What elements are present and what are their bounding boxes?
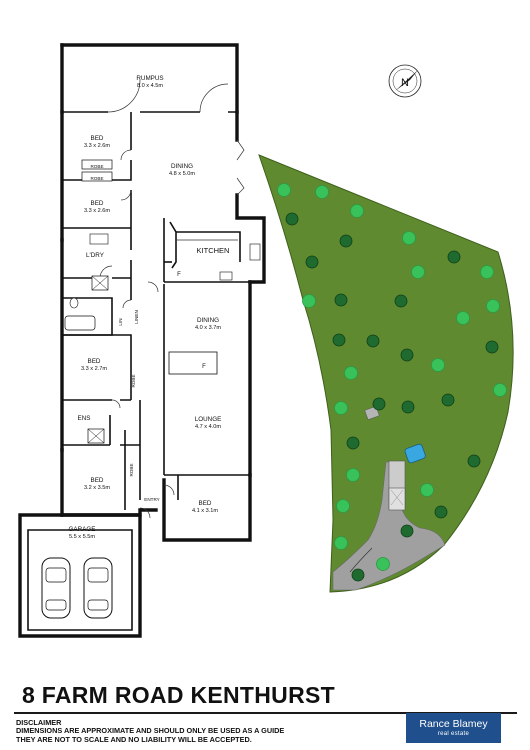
garage-label: GARAGE bbox=[69, 526, 96, 533]
tree-canopy bbox=[350, 204, 364, 218]
dining1-dims: 4.8 x 5.0m bbox=[169, 171, 195, 177]
tree-canopy bbox=[441, 393, 455, 407]
tree-canopy bbox=[486, 299, 500, 313]
bed2-label: BED bbox=[91, 200, 104, 207]
dining2-label: DINING bbox=[197, 317, 219, 324]
robe3-label: ROBE bbox=[131, 374, 136, 387]
bed4-dims: 3.2 x 3.5m bbox=[84, 485, 110, 491]
fixtures bbox=[64, 159, 261, 444]
title-divider bbox=[14, 712, 517, 714]
agency-logo-name: Rance Blamey bbox=[419, 718, 488, 730]
tree-canopy bbox=[334, 536, 348, 550]
tree-canopy bbox=[485, 340, 499, 354]
linen-label: LINEN bbox=[134, 310, 139, 324]
entry-label: ENTRY bbox=[144, 497, 160, 502]
tree-canopy bbox=[456, 311, 470, 325]
tree-canopy bbox=[346, 468, 360, 482]
tree-canopy bbox=[434, 505, 448, 519]
tree-canopy bbox=[480, 265, 494, 279]
tree-canopy bbox=[302, 294, 316, 308]
tree-canopy bbox=[376, 557, 390, 571]
outline-house bbox=[388, 460, 406, 511]
outbuilding bbox=[364, 405, 380, 421]
fridge2-label: F bbox=[202, 364, 206, 370]
property-address-title: 8 FARM ROAD KENTHURST bbox=[22, 682, 335, 708]
tree-canopy bbox=[431, 358, 445, 372]
robe1-label: ROBE bbox=[90, 164, 103, 169]
driveway bbox=[332, 461, 446, 591]
bed4-label: BED bbox=[91, 477, 104, 484]
robe4-label: ROBE bbox=[129, 463, 134, 476]
disclaimer-line-1: DIMENSIONS ARE APPROXIMATE AND SHOULD ON… bbox=[16, 726, 285, 736]
bed5-label: BED bbox=[199, 500, 212, 507]
tree-canopy bbox=[334, 293, 348, 307]
pool bbox=[404, 443, 426, 464]
ldry-label: L'DRY bbox=[86, 252, 105, 259]
lawn-area bbox=[258, 154, 514, 593]
tree-canopy bbox=[372, 397, 386, 411]
tree-canopy bbox=[277, 183, 291, 197]
tree-canopy bbox=[400, 348, 414, 362]
disclaimer: DISCLAIMER DIMENSIONS ARE APPROXIMATE AN… bbox=[16, 718, 285, 744]
ens-label: ENS bbox=[78, 415, 91, 422]
agency-logo-tagline: real estate bbox=[437, 731, 470, 737]
bed5-dims: 4.1 x 3.1m bbox=[192, 508, 218, 514]
trees bbox=[277, 183, 507, 582]
bed1-dims: 3.3 x 2.6m bbox=[84, 143, 110, 149]
tree-canopy bbox=[334, 401, 348, 415]
dining2-dims: 4.0 x 3.7m bbox=[195, 325, 221, 331]
rumpus-dims: 8.0 x 4.5m bbox=[137, 83, 163, 89]
disclaimer-line-2: THEY ARE NOT TO SCALE AND NO LIABILITY W… bbox=[16, 734, 252, 744]
dining1-label: DINING bbox=[171, 163, 193, 170]
north-compass: N bbox=[388, 64, 422, 98]
tree-canopy bbox=[344, 366, 358, 380]
walls bbox=[18, 43, 266, 638]
tree-canopy bbox=[351, 568, 365, 582]
bed3-dims: 3.3 x 2.7m bbox=[81, 366, 107, 372]
bed1-label: BED bbox=[91, 135, 104, 142]
tree-canopy bbox=[332, 333, 346, 347]
tree-canopy bbox=[493, 383, 507, 397]
tree-canopy bbox=[346, 436, 360, 450]
tree-canopy bbox=[285, 212, 299, 226]
robe2-label: ROBE bbox=[90, 176, 103, 181]
disclaimer-heading: DISCLAIMER bbox=[16, 718, 62, 727]
kitchen-label: KITCHEN bbox=[197, 246, 230, 255]
agency-logo: Rance Blamey real estate bbox=[406, 713, 501, 743]
bed3-label: BED bbox=[88, 358, 101, 365]
tree-canopy bbox=[402, 231, 416, 245]
tree-canopy bbox=[401, 400, 415, 414]
tree-canopy bbox=[336, 499, 350, 513]
garage-dims: 5.5 x 5.5m bbox=[69, 534, 95, 540]
doors bbox=[99, 79, 245, 519]
tree-canopy bbox=[339, 234, 353, 248]
bed2-dims: 3.3 x 2.6m bbox=[84, 208, 110, 214]
car-left bbox=[41, 557, 71, 619]
compass-n-label: N bbox=[401, 77, 409, 89]
tree-canopy bbox=[366, 334, 380, 348]
tree-canopy bbox=[447, 250, 461, 264]
tree-canopy bbox=[420, 483, 434, 497]
tree-canopy bbox=[315, 185, 329, 199]
tree-canopy bbox=[400, 524, 414, 538]
car-right bbox=[83, 557, 113, 619]
fridge1-label: F bbox=[177, 272, 181, 278]
tree-canopy bbox=[394, 294, 408, 308]
rumpus-label: RUMPUS bbox=[136, 75, 163, 82]
tree-canopy bbox=[467, 454, 481, 468]
lounge-label: LOUNGE bbox=[195, 416, 222, 423]
lounge-dims: 4.7 x 4.0m bbox=[195, 424, 221, 430]
tree-canopy bbox=[411, 265, 425, 279]
lin-label: LIN bbox=[118, 318, 123, 325]
tree-canopy bbox=[305, 255, 319, 269]
room-labels: RUMPUS 8.0 x 4.5m BED 3.3 x 2.6m ROBE RO… bbox=[69, 75, 230, 540]
